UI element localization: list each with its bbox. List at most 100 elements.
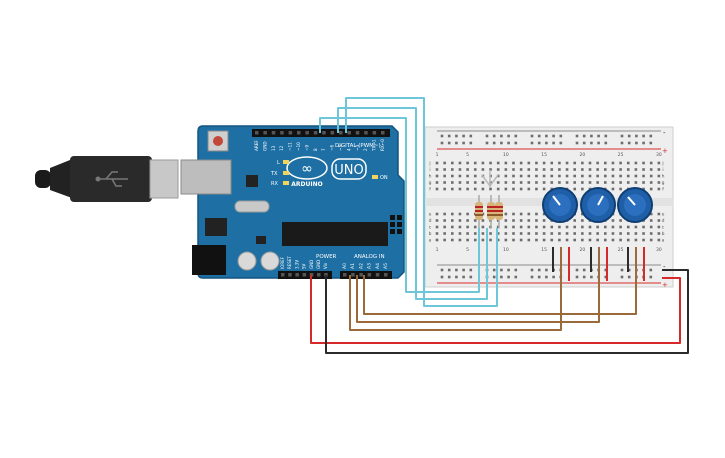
breadboard-hole[interactable]	[466, 212, 469, 216]
breadboard-hole[interactable]	[657, 187, 661, 191]
breadboard-hole[interactable]	[657, 212, 661, 216]
breadboard-hole[interactable]	[588, 168, 592, 171]
breadboard-hole[interactable]	[527, 225, 531, 229]
rail-hole[interactable]	[627, 141, 631, 145]
breadboard-hole[interactable]	[519, 168, 523, 171]
breadboard-hole[interactable]	[642, 238, 645, 242]
rgb-led[interactable]	[481, 170, 499, 188]
breadboard-hole[interactable]	[535, 219, 538, 222]
breadboard-hole[interactable]	[596, 168, 599, 171]
breadboard-hole[interactable]	[657, 161, 661, 165]
breadboard-hole[interactable]	[611, 174, 615, 178]
breadboard-hole[interactable]	[473, 174, 477, 178]
rail-hole[interactable]	[649, 141, 653, 145]
breadboard-hole[interactable]	[573, 161, 576, 165]
breadboard-hole[interactable]	[489, 187, 492, 191]
header-pin[interactable]	[263, 131, 267, 135]
breadboard-hole[interactable]	[443, 181, 446, 184]
breadboard-hole[interactable]	[604, 181, 607, 184]
breadboard-hole[interactable]	[535, 161, 538, 165]
breadboard-hole[interactable]	[542, 187, 546, 191]
rail-hole[interactable]	[469, 134, 473, 138]
rail-hole[interactable]	[545, 275, 548, 279]
breadboard-hole[interactable]	[542, 168, 546, 171]
breadboard-hole[interactable]	[619, 187, 622, 191]
breadboard-hole[interactable]	[649, 219, 653, 222]
breadboard-hole[interactable]	[443, 225, 446, 229]
rail-hole[interactable]	[537, 141, 541, 145]
breadboard-hole[interactable]	[512, 181, 515, 184]
breadboard-hole[interactable]	[542, 181, 546, 184]
breadboard-hole[interactable]	[451, 168, 454, 171]
breadboard-hole[interactable]	[473, 232, 477, 235]
breadboard-hole[interactable]	[626, 168, 630, 171]
breadboard-hole[interactable]	[489, 161, 492, 165]
breadboard-hole[interactable]	[649, 238, 653, 242]
rail-hole[interactable]	[500, 134, 503, 138]
header-pin[interactable]	[381, 131, 385, 135]
potentiometer[interactable]	[580, 187, 616, 223]
breadboard-hole[interactable]	[542, 238, 546, 242]
breadboard-hole[interactable]	[466, 238, 469, 242]
breadboard-hole[interactable]	[619, 174, 622, 178]
breadboard-hole[interactable]	[512, 168, 515, 171]
rail-hole[interactable]	[597, 134, 600, 138]
breadboard-hole[interactable]	[626, 225, 630, 229]
breadboard-hole[interactable]	[473, 187, 477, 191]
breadboard-hole[interactable]	[458, 238, 462, 242]
breadboard-hole[interactable]	[496, 187, 500, 191]
breadboard-hole[interactable]	[581, 212, 584, 216]
breadboard-hole[interactable]	[481, 219, 485, 222]
rail-hole[interactable]	[447, 268, 451, 272]
breadboard-hole[interactable]	[657, 174, 661, 178]
breadboard-hole[interactable]	[626, 232, 630, 235]
breadboard-hole[interactable]	[504, 181, 508, 184]
rail-hole[interactable]	[545, 141, 548, 145]
breadboard-hole[interactable]	[619, 232, 622, 235]
breadboard-hole[interactable]	[611, 161, 615, 165]
breadboard-hole[interactable]	[473, 238, 477, 242]
breadboard-hole[interactable]	[573, 174, 576, 178]
breadboard-hole[interactable]	[565, 238, 569, 242]
breadboard-hole[interactable]	[519, 181, 523, 184]
breadboard-hole[interactable]	[535, 225, 538, 229]
breadboard-hole[interactable]	[573, 181, 576, 184]
breadboard-hole[interactable]	[657, 225, 661, 229]
breadboard-hole[interactable]	[435, 168, 439, 171]
breadboard-hole[interactable]	[619, 219, 622, 222]
rail-hole[interactable]	[620, 134, 624, 138]
breadboard-hole[interactable]	[649, 187, 653, 191]
rail-hole[interactable]	[455, 134, 458, 138]
header-pin[interactable]	[313, 131, 318, 135]
breadboard-hole[interactable]	[604, 232, 607, 235]
breadboard-hole[interactable]	[581, 161, 584, 165]
rail-hole[interactable]	[552, 141, 555, 145]
breadboard-hole[interactable]	[519, 232, 523, 235]
header-pin[interactable]	[297, 131, 301, 135]
rail-hole[interactable]	[642, 141, 645, 145]
breadboard-hole[interactable]	[573, 238, 576, 242]
breadboard-hole[interactable]	[573, 168, 576, 171]
breadboard-hole[interactable]	[558, 168, 561, 171]
rail-hole[interactable]	[604, 275, 608, 279]
resistor[interactable]	[475, 195, 483, 228]
breadboard-hole[interactable]	[443, 212, 446, 216]
breadboard-hole[interactable]	[489, 238, 492, 242]
breadboard-hole[interactable]	[642, 232, 645, 235]
breadboard-hole[interactable]	[496, 168, 500, 171]
breadboard-hole[interactable]	[443, 174, 446, 178]
breadboard-hole[interactable]	[657, 219, 661, 222]
rail-hole[interactable]	[492, 141, 496, 145]
rail-hole[interactable]	[649, 268, 653, 272]
rail-hole[interactable]	[582, 134, 586, 138]
breadboard-hole[interactable]	[466, 232, 469, 235]
breadboard-hole[interactable]	[473, 181, 477, 184]
rail-hole[interactable]	[447, 141, 451, 145]
breadboard-hole[interactable]	[596, 181, 599, 184]
breadboard-hole[interactable]	[604, 168, 607, 171]
breadboard-hole[interactable]	[527, 232, 531, 235]
breadboard-hole[interactable]	[527, 181, 531, 184]
rail-hole[interactable]	[552, 275, 555, 279]
breadboard-hole[interactable]	[527, 212, 531, 216]
potentiometer[interactable]	[617, 187, 653, 223]
